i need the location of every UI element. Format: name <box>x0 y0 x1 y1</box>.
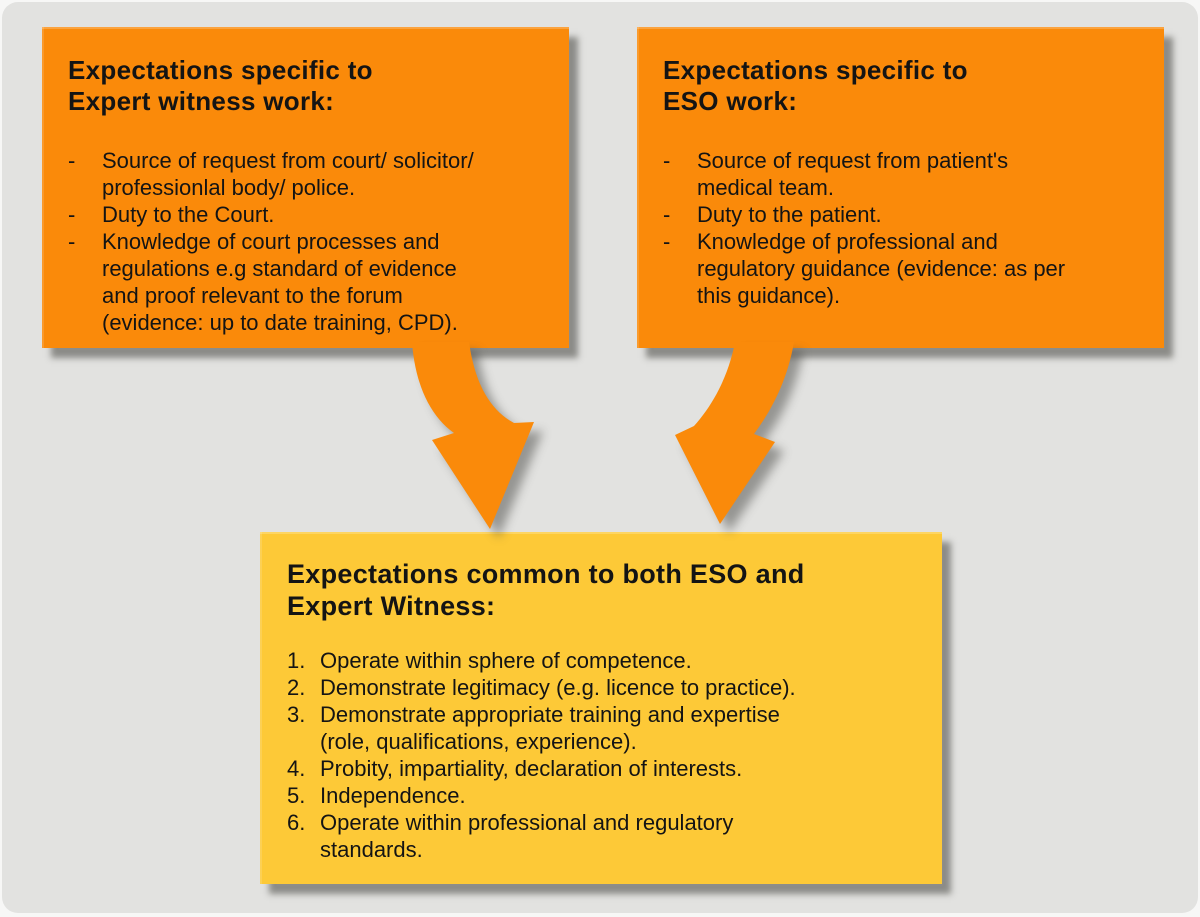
bullet-dash: - <box>68 229 76 254</box>
list-item: 4. Probity, impartiality, declaration of… <box>287 755 928 782</box>
list-item: 2. Demonstrate legitimacy (e.g. licence … <box>287 674 928 701</box>
bullet-line: Knowledge of court processes and <box>102 229 440 254</box>
item-line: Demonstrate legitimacy (e.g. licence to … <box>320 675 796 700</box>
bullet-item: - Knowledge of professional and regulato… <box>663 228 1152 309</box>
list-item: 1. Operate within sphere of competence. <box>287 647 928 674</box>
eso-box: Expectations specific to ESO work: - Sou… <box>637 27 1164 348</box>
list-item: 5. Independence. <box>287 782 928 809</box>
bullet-item: - Duty to the patient. <box>663 201 1152 228</box>
bullet-dash: - <box>663 202 671 227</box>
bullet-line: regulations e.g standard of evidence <box>102 256 457 281</box>
item-number: 3. <box>287 702 306 727</box>
bullet-line: regulatory guidance (evidence: as per <box>697 256 1066 281</box>
item-line: Independence. <box>320 783 466 808</box>
bullet-line: Duty to the Court. <box>102 202 275 227</box>
title-line: Expert witness work: <box>68 86 335 116</box>
item-line: Operate within sphere of competence. <box>320 648 692 673</box>
bullet-dash: - <box>68 148 76 173</box>
expert-witness-box-title: Expectations specific to Expert witness … <box>68 55 557 117</box>
bullet-line: this guidance). <box>697 283 841 308</box>
item-line: (role, qualifications, experience). <box>320 729 637 754</box>
common-expectations-box-title: Expectations common to both ESO and Expe… <box>287 558 928 622</box>
eso-box-title: Expectations specific to ESO work: <box>663 55 1152 117</box>
title-line: ESO work: <box>663 86 798 116</box>
left-curved-arrow-icon <box>412 342 534 529</box>
item-number: 5. <box>287 783 306 808</box>
item-line: Operate within professional and regulato… <box>320 810 734 835</box>
bullet-item: - Source of request from patient's medic… <box>663 147 1152 201</box>
list-item: 3. Demonstrate appropriate training and … <box>287 701 928 755</box>
bullet-dash: - <box>663 148 671 173</box>
item-line: standards. <box>320 837 423 862</box>
title-line: Expectations specific to <box>663 55 968 85</box>
bullet-line: Source of request from patient's <box>697 148 1009 173</box>
item-number: 6. <box>287 810 306 835</box>
expert-witness-box: Expectations specific to Expert witness … <box>42 27 569 348</box>
item-number: 2. <box>287 675 306 700</box>
title-line: Expectations common to both ESO and <box>287 559 805 589</box>
common-numbered-list: 1. Operate within sphere of competence. … <box>287 647 928 863</box>
bullet-line: Duty to the patient. <box>697 202 882 227</box>
item-number: 4. <box>287 756 306 781</box>
item-number: 1. <box>287 648 306 673</box>
bullet-item: - Source of request from court/ solicito… <box>68 147 557 201</box>
common-expectations-box: Expectations common to both ESO and Expe… <box>260 532 942 884</box>
expert-witness-bullet-list: - Source of request from court/ solicito… <box>68 147 557 336</box>
right-curved-arrow-icon <box>675 342 794 524</box>
title-line: Expectations specific to <box>68 55 373 85</box>
bullet-item: - Knowledge of court processes and regul… <box>68 228 557 336</box>
bullet-line: Source of request from court/ solicitor/ <box>102 148 474 173</box>
bullet-item: - Duty to the Court. <box>68 201 557 228</box>
bullet-line: medical team. <box>697 175 834 200</box>
bullet-dash: - <box>663 229 671 254</box>
bullet-line: (evidence: up to date training, CPD). <box>102 310 458 335</box>
list-item: 6. Operate within professional and regul… <box>287 809 928 863</box>
eso-bullet-list: - Source of request from patient's medic… <box>663 147 1152 309</box>
item-line: Probity, impartiality, declaration of in… <box>320 756 743 781</box>
bullet-line: Knowledge of professional and <box>697 229 998 254</box>
bullet-dash: - <box>68 202 76 227</box>
title-line: Expert Witness: <box>287 591 496 621</box>
item-line: Demonstrate appropriate training and exp… <box>320 702 780 727</box>
bullet-line: and proof relevant to the forum <box>102 283 403 308</box>
bullet-line: professionlal body/ police. <box>102 175 356 200</box>
